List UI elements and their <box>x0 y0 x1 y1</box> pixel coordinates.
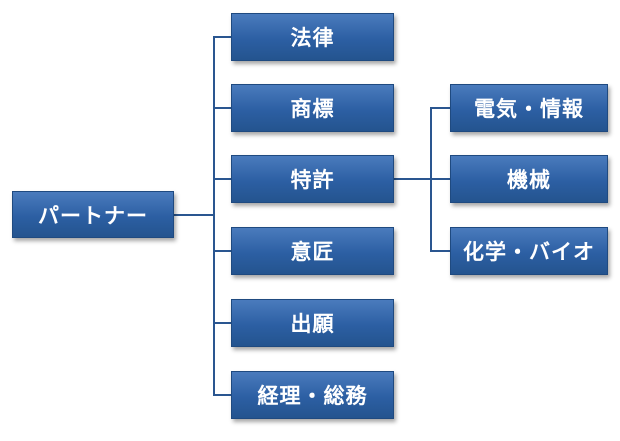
connector-branch-2 <box>213 107 231 109</box>
node-law: 法律 <box>231 13 394 61</box>
connector-branch-5 <box>213 322 231 324</box>
connector-branch-1 <box>213 36 231 38</box>
connector-sub-3 <box>430 250 450 252</box>
node-chem-bio: 化学・バイオ <box>450 227 608 275</box>
connector-patent <box>394 178 432 180</box>
connector-sub-2 <box>430 178 450 180</box>
connector-branch-4 <box>213 250 231 252</box>
node-accounting: 経理・総務 <box>231 371 394 419</box>
node-machine: 機械 <box>450 155 608 203</box>
connector-branch-6 <box>213 394 231 396</box>
node-design: 意匠 <box>231 227 394 275</box>
node-root: パートナー <box>12 191 174 238</box>
node-electric-info: 電気・情報 <box>450 84 608 132</box>
connector-spine <box>213 36 215 396</box>
connector-branch-3 <box>213 178 231 180</box>
connector-root <box>174 214 215 216</box>
connector-sub-1 <box>430 107 450 109</box>
node-patent: 特許 <box>231 155 394 203</box>
node-application: 出願 <box>231 299 394 347</box>
node-trademark: 商標 <box>231 84 394 132</box>
